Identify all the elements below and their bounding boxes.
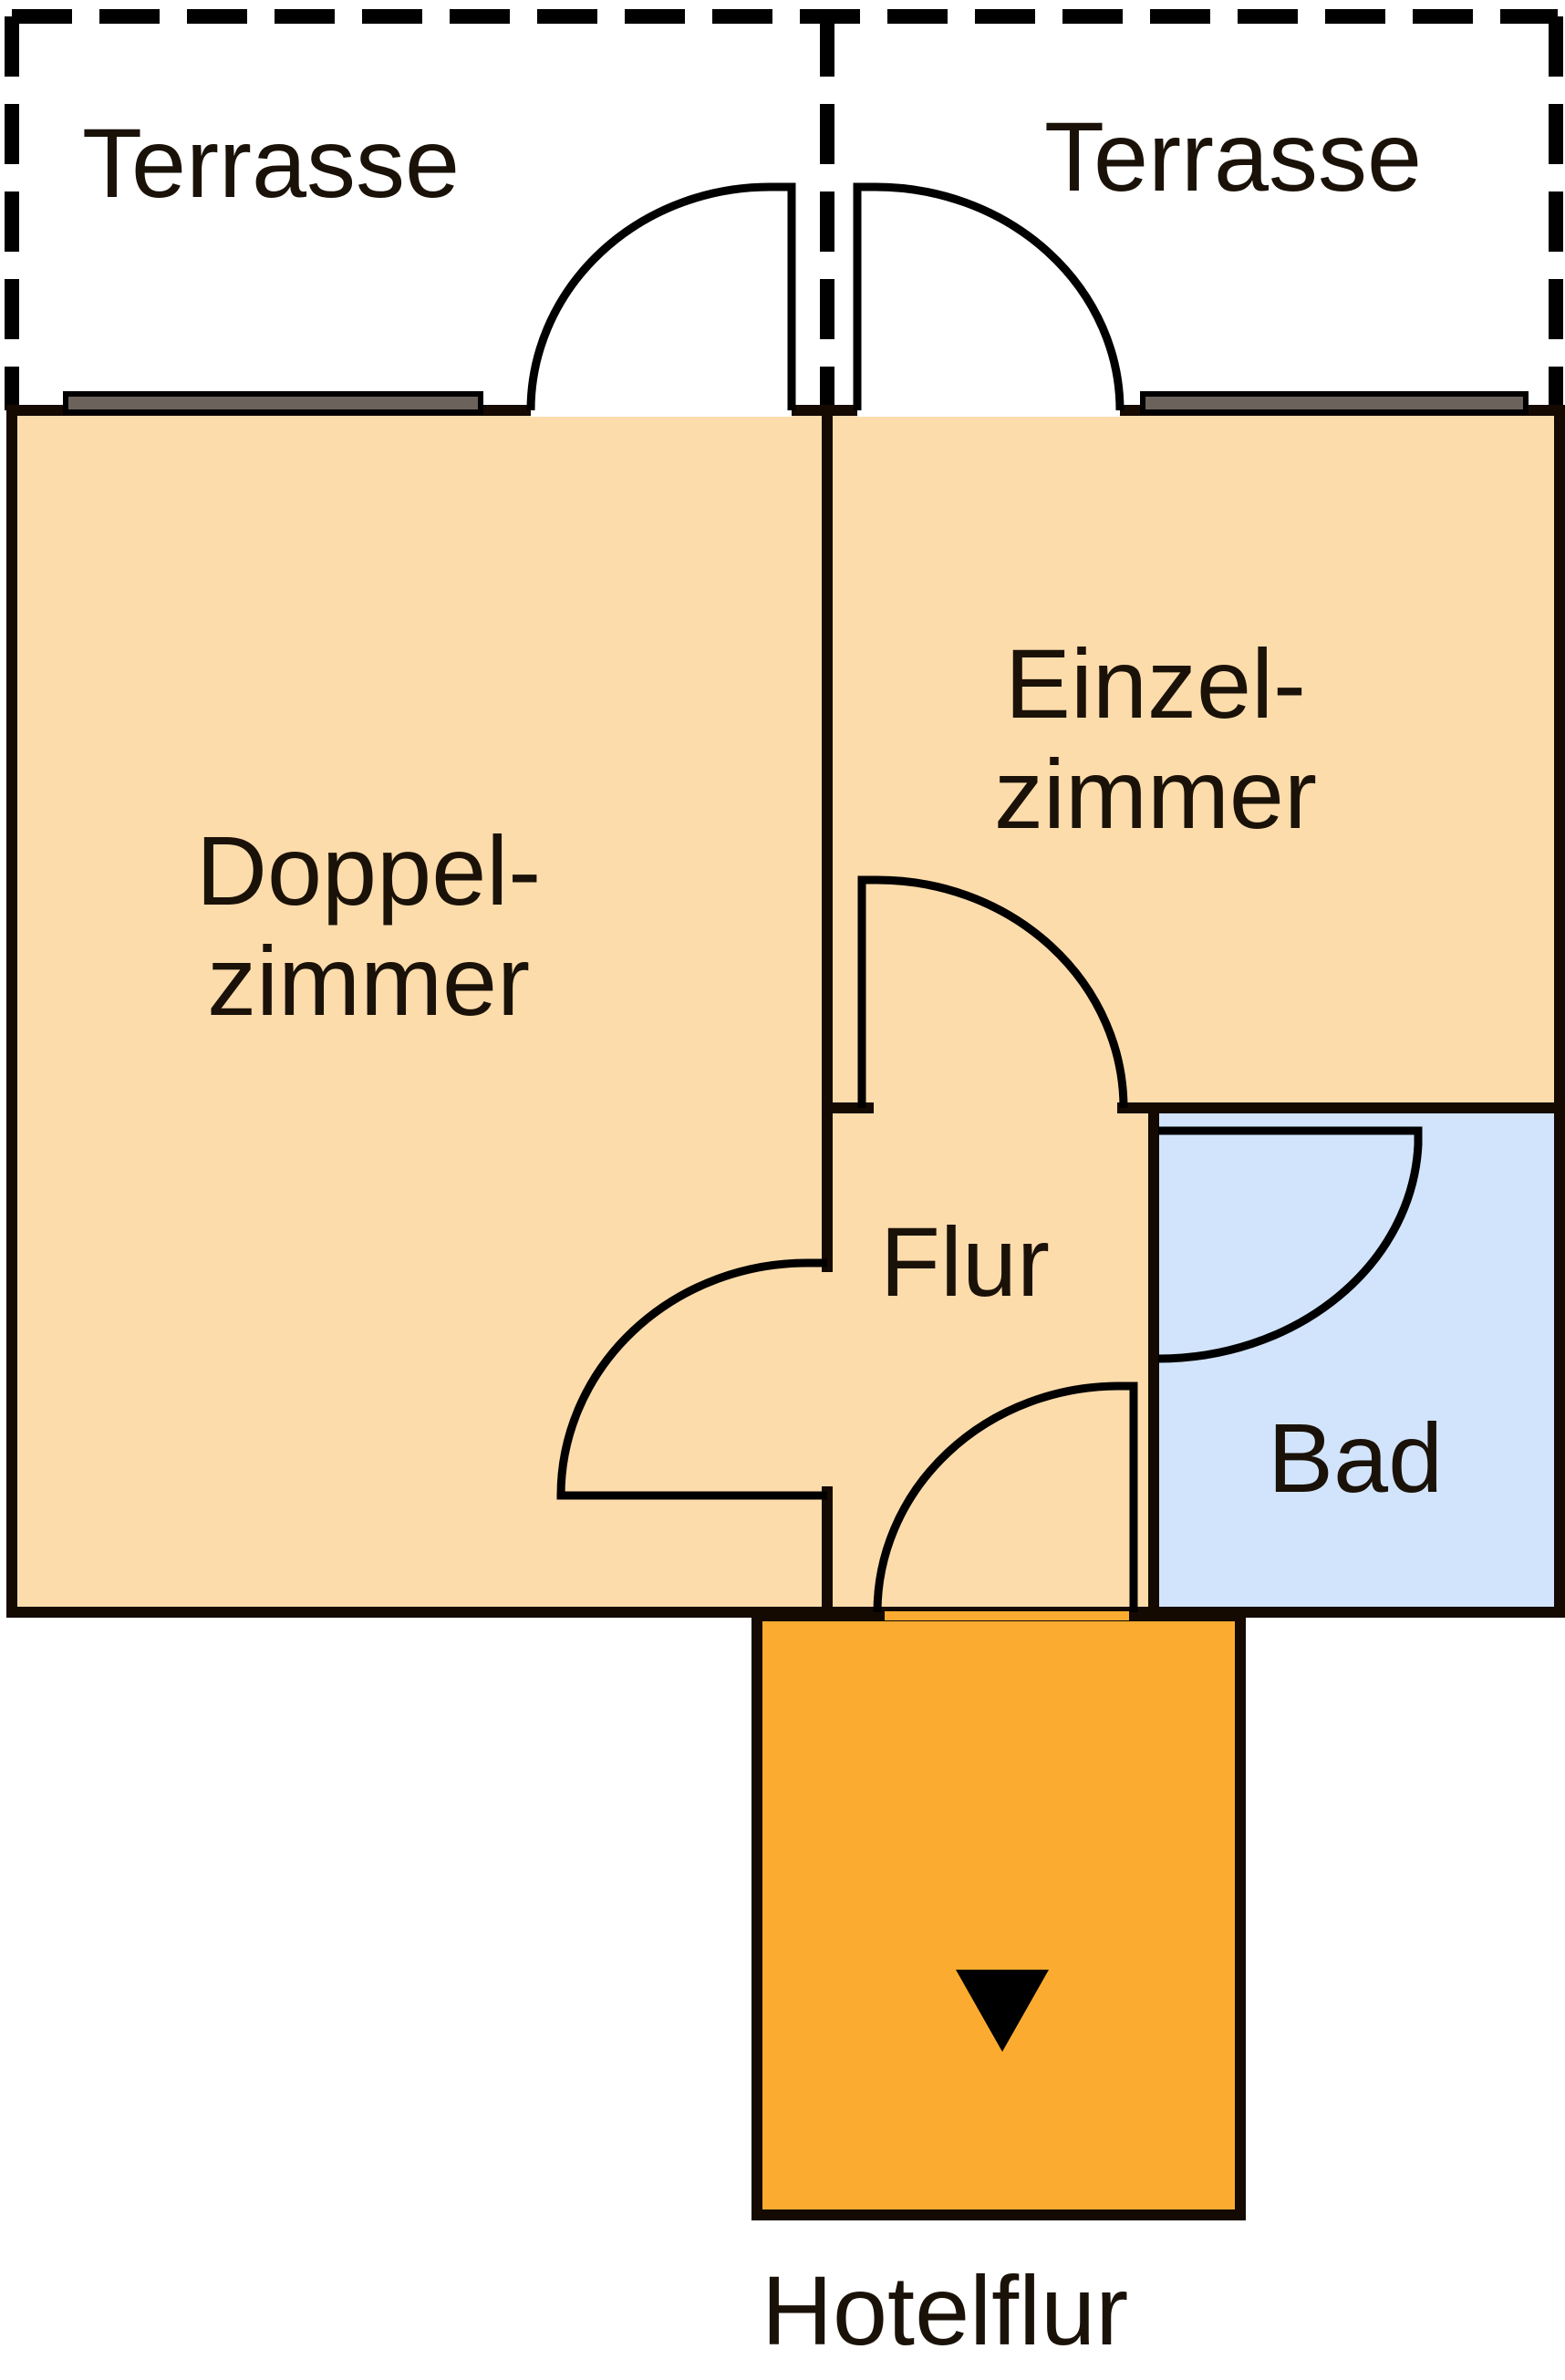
door-swing: [526, 182, 1423, 1613]
label-bad: Bad: [1268, 1402, 1444, 1513]
room-flur: [822, 1102, 1159, 1618]
label-terrasse-right: Terrasse: [1044, 101, 1423, 212]
label-terrasse-left: Terrasse: [82, 108, 461, 218]
label-hotelflur: Hotelflur: [762, 2255, 1129, 2365]
room-bad: [1148, 1102, 1565, 1618]
window: [63, 391, 1529, 415]
room-hotelflur: [751, 1610, 1246, 2220]
label-flur: Flur: [880, 1206, 1050, 1317]
label-einzelzimmer: Einzel- zimmer: [994, 628, 1317, 849]
down-triangle-icon: [956, 1970, 1049, 2052]
terrace-outline: [5, 9, 1563, 410]
room-einzelzimmer: [822, 405, 1565, 1113]
label-doppelzimmer: Doppel- zimmer: [196, 815, 542, 1036]
room-doppelzimmer: [6, 405, 833, 1618]
